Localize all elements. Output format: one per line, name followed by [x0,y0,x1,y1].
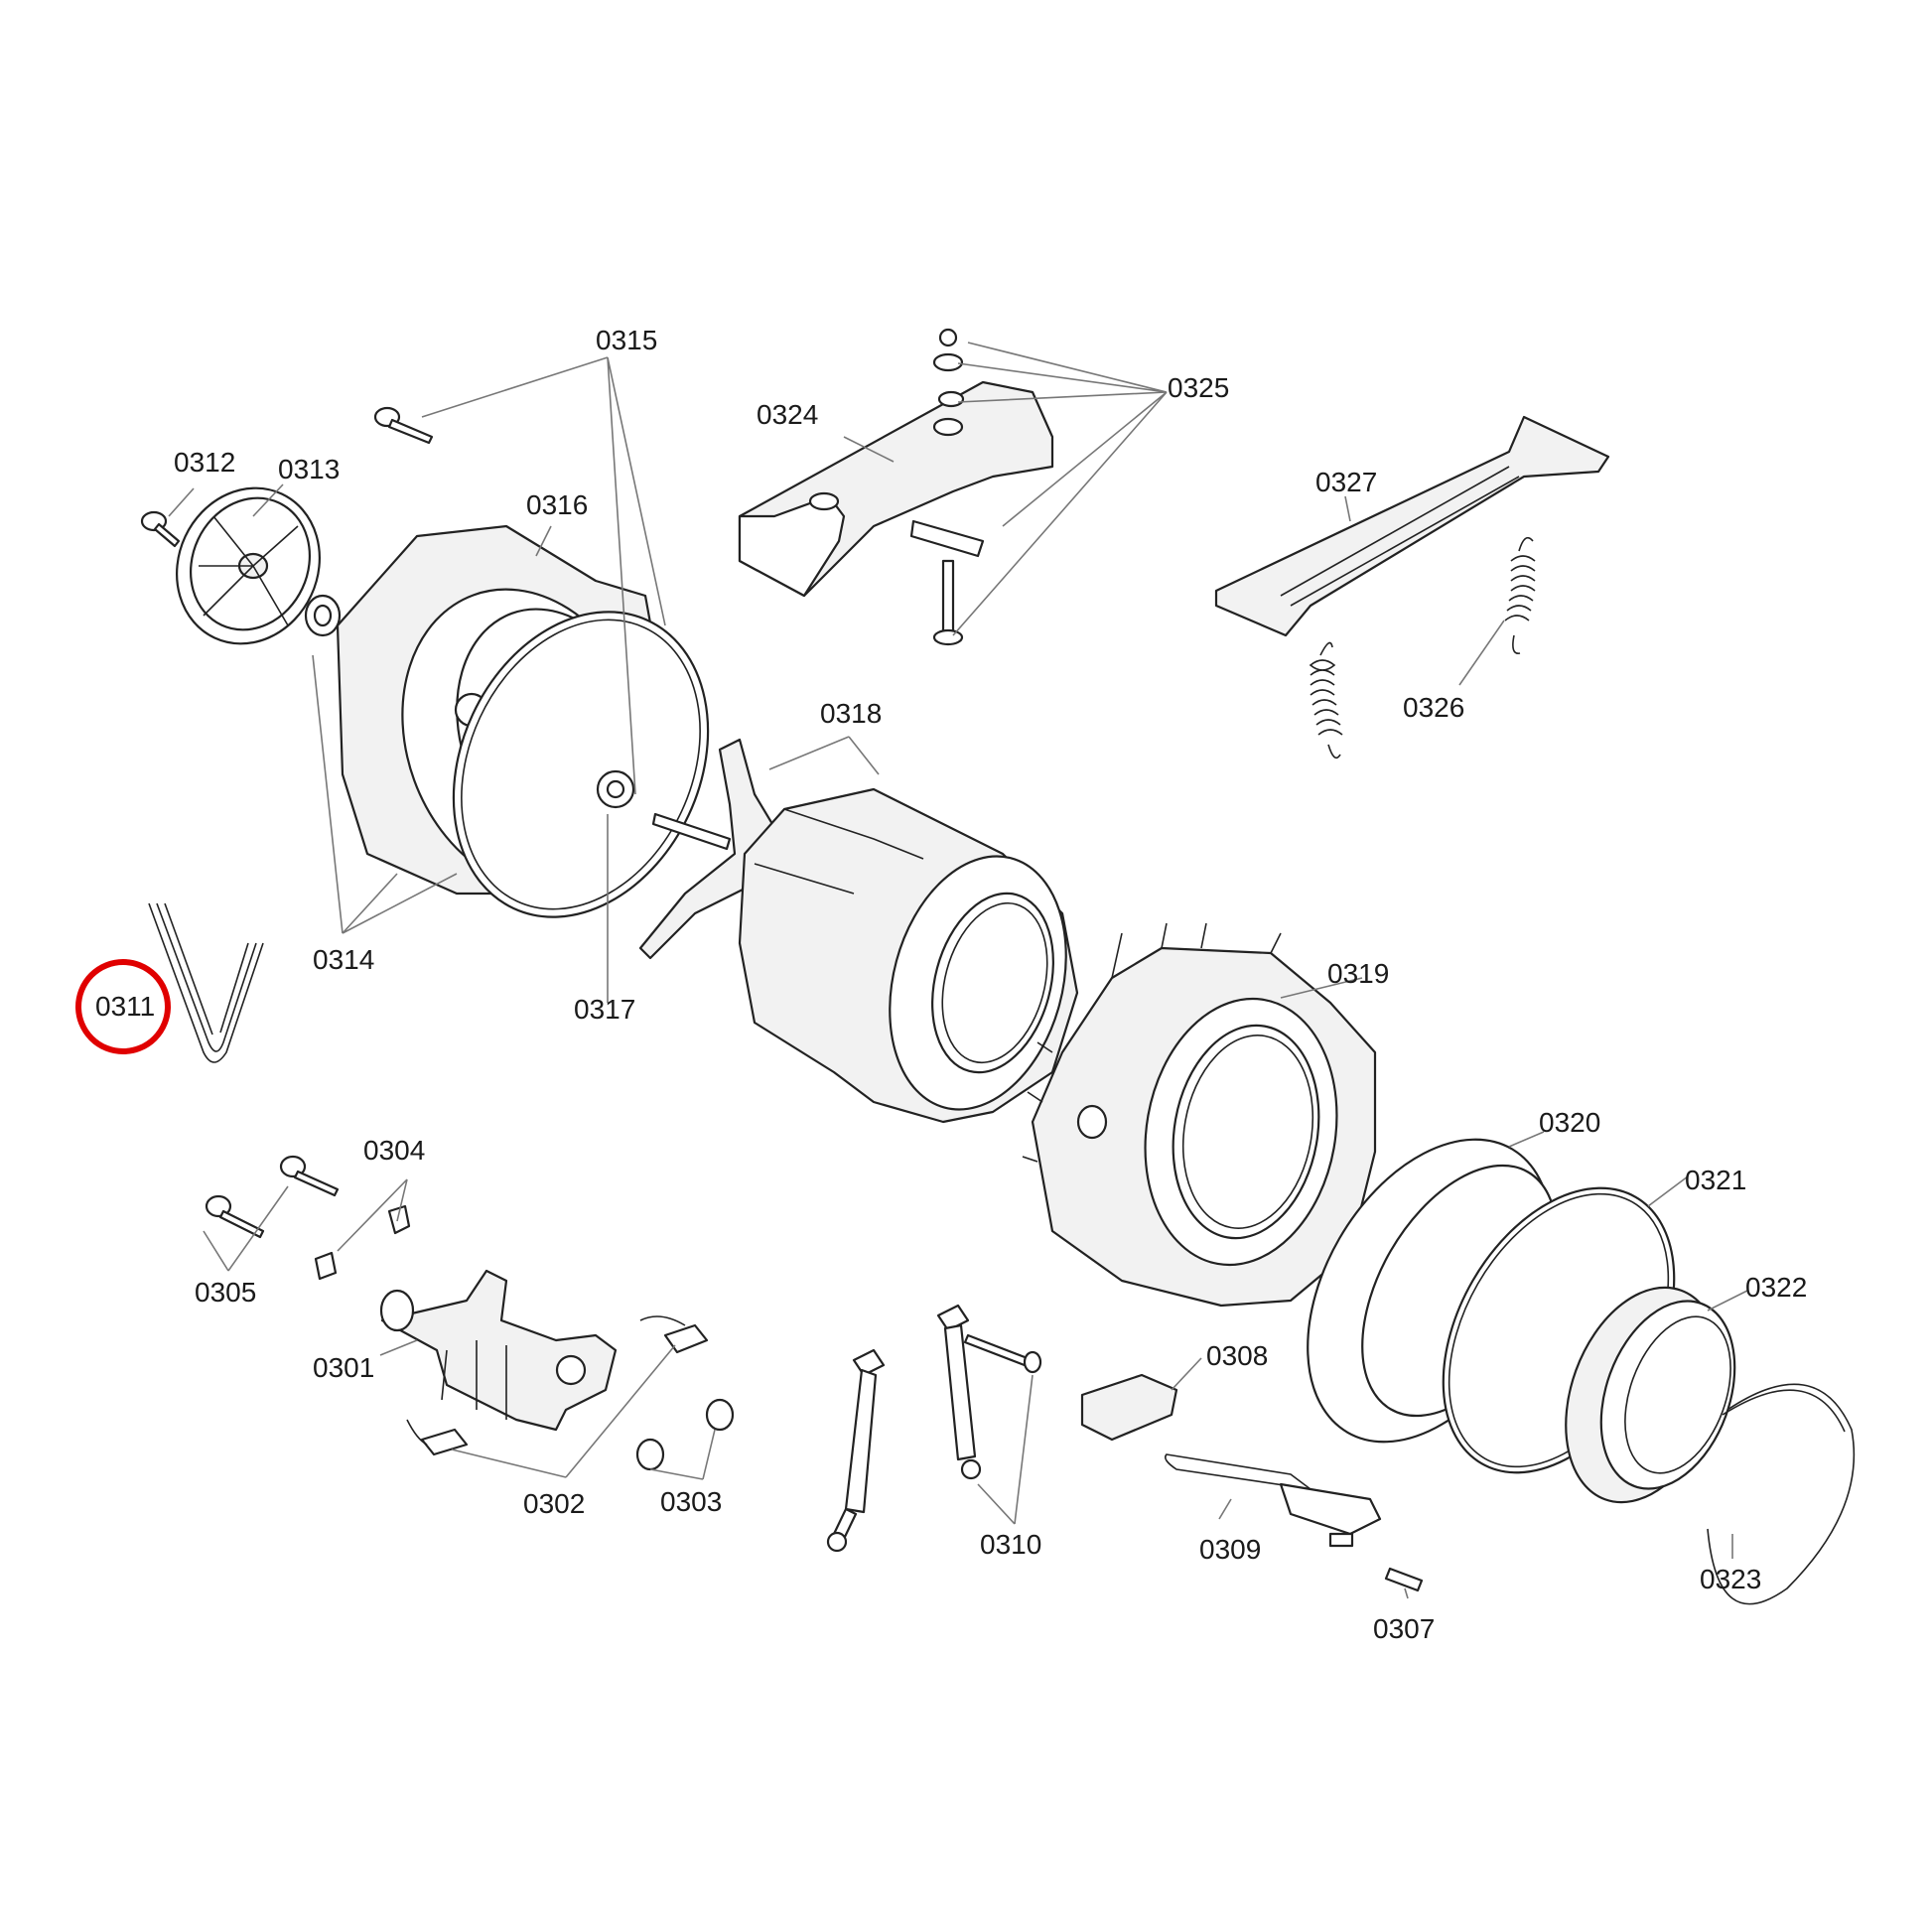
part-0304-fasteners [314,1204,411,1281]
part-0325-hardware [932,328,964,646]
part-0313-pulley [176,486,321,645]
label-0312[interactable]: 0312 [174,447,235,478]
label-0313[interactable]: 0313 [278,454,340,484]
label-0322[interactable]: 0322 [1745,1272,1807,1303]
part-0305-screws [205,1155,340,1239]
highlight-circle [75,959,171,1054]
label-0315[interactable]: 0315 [596,325,657,355]
part-0324-bracket [738,380,1054,598]
label-0325[interactable]: 0325 [1168,372,1229,403]
label-0327[interactable]: 0327 [1315,467,1377,497]
label-0320[interactable]: 0320 [1539,1107,1600,1138]
label-0311[interactable]: 0311 [95,991,155,1022]
part-0303-bushings [635,1398,735,1471]
label-0303[interactable]: 0303 [660,1486,722,1517]
part-0301-motor [379,1269,618,1432]
part-0318-drum [738,787,1079,1124]
part-0308-clip [1080,1373,1178,1442]
label-0317[interactable]: 0317 [574,994,635,1025]
label-0308[interactable]: 0308 [1206,1340,1268,1371]
part-0309-heater [1164,1453,1382,1548]
label-0302[interactable]: 0302 [523,1488,585,1519]
label-0309[interactable]: 0309 [1199,1534,1261,1565]
label-0310[interactable]: 0310 [980,1529,1041,1560]
label-0305[interactable]: 0305 [195,1277,256,1308]
part-labels: 0312 0313 0315 0316 0324 0325 0327 0326 … [95,325,1807,1644]
part-0317-gasket [452,611,710,918]
label-0318[interactable]: 0318 [820,698,882,729]
part-0315-screw [373,406,434,445]
part-0312-screw [140,510,181,548]
label-0314[interactable]: 0314 [313,944,374,975]
leader-lines [168,342,1748,1599]
part-0310-shock-absorbers [826,1304,1042,1553]
part-0318-spider-arm [638,738,806,960]
label-0323[interactable]: 0323 [1700,1564,1761,1594]
part-0326-springs [1309,536,1536,759]
part-0327-cross-brace [1214,415,1610,637]
label-0324[interactable]: 0324 [757,399,818,430]
label-0326[interactable]: 0326 [1403,692,1464,723]
label-0301[interactable]: 0301 [313,1352,374,1383]
label-0304[interactable]: 0304 [363,1135,425,1166]
label-0319[interactable]: 0319 [1327,958,1389,989]
label-0316[interactable]: 0316 [526,489,588,520]
part-0307-sensor [1384,1567,1424,1592]
part-0311-belt [148,902,264,1063]
label-0321[interactable]: 0321 [1685,1165,1746,1195]
part-0322-front-ring [1565,1286,1736,1504]
part-0323-band [1707,1383,1856,1605]
part-0314-bearing [304,594,342,637]
label-0307[interactable]: 0307 [1373,1613,1435,1644]
part-0319-front-tub [1022,922,1377,1308]
